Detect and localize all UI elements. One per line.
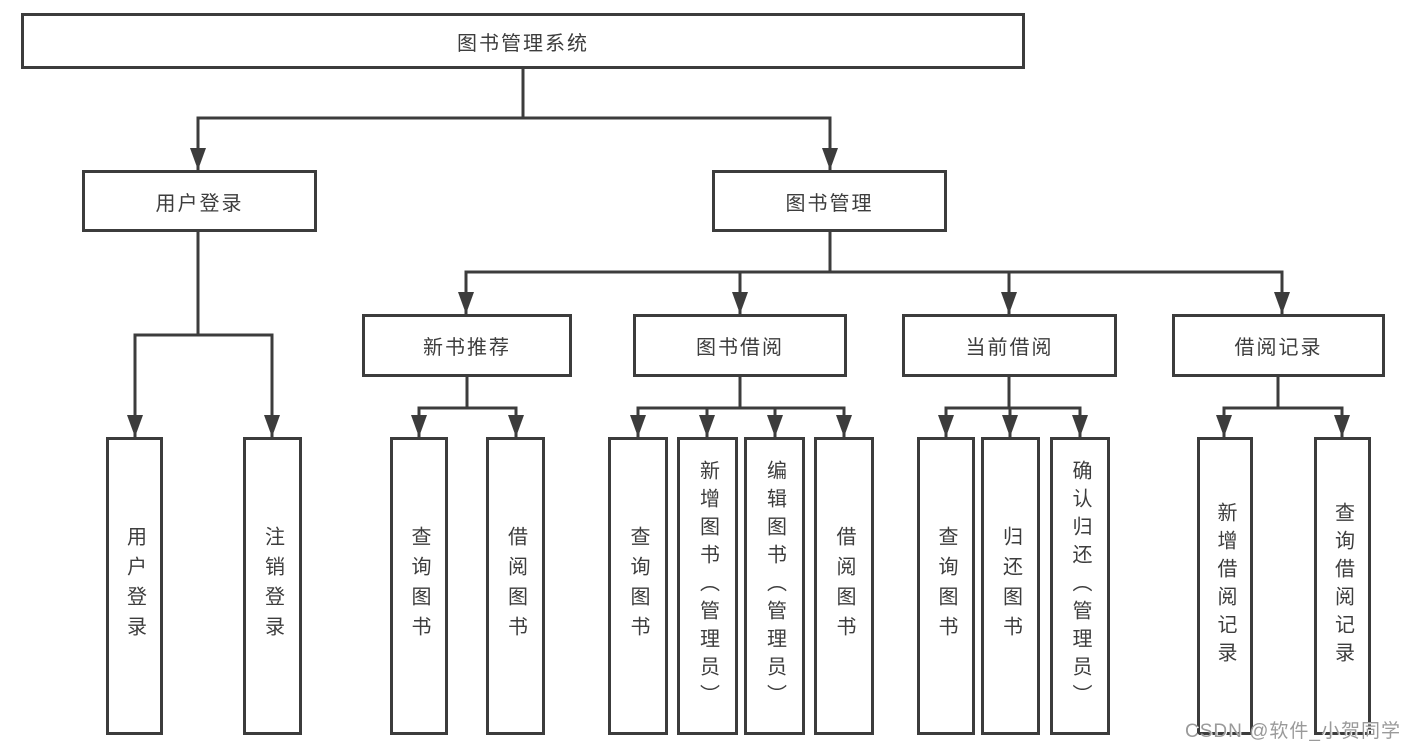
node-label: 当前借阅 bbox=[965, 337, 1054, 359]
node-label: 借阅图书 bbox=[504, 526, 527, 646]
node-borrow-record: 借阅记录 bbox=[1172, 314, 1385, 377]
node-label: 归还图书 bbox=[999, 526, 1022, 646]
node-user-login: 用户登录 bbox=[82, 170, 317, 232]
leaf-confirm-return-admin: 确认归还（管理员） bbox=[1050, 437, 1110, 735]
leaf-borrow-book: 借阅图书 bbox=[814, 437, 874, 735]
leaf-logout: 注销登录 bbox=[243, 437, 302, 735]
node-current-borrow: 当前借阅 bbox=[902, 314, 1117, 377]
leaf-add-borrow-record: 新增借阅记录 bbox=[1197, 437, 1253, 735]
node-label: 借阅图书 bbox=[833, 526, 855, 646]
node-label: 查询图书 bbox=[935, 526, 957, 646]
leaf-query-book-borrow: 查询图书 bbox=[608, 437, 668, 735]
node-book-management: 图书管理 bbox=[712, 170, 947, 232]
node-root-system: 图书管理系统 bbox=[21, 13, 1025, 69]
leaf-query-book-recommend: 查询图书 bbox=[390, 437, 448, 735]
node-label: 查询图书 bbox=[627, 526, 649, 646]
node-label: 注销登录 bbox=[261, 526, 284, 646]
node-book-borrow: 图书借阅 bbox=[633, 314, 847, 377]
leaf-query-borrow-record: 查询借阅记录 bbox=[1314, 437, 1371, 735]
leaf-edit-book-admin: 编辑图书（管理员） bbox=[744, 437, 805, 735]
node-label: 确认归还（管理员） bbox=[1069, 460, 1091, 712]
leaf-borrow-book-recommend: 借阅图书 bbox=[486, 437, 545, 735]
csdn-watermark: CSDN @软件_小贺同学 bbox=[1185, 721, 1401, 742]
node-label: 图书管理 bbox=[785, 192, 874, 215]
leaf-user-login: 用户登录 bbox=[106, 437, 163, 735]
node-label: 查询图书 bbox=[408, 526, 430, 646]
node-label: 图书借阅 bbox=[696, 337, 784, 359]
leaf-add-book-admin: 新增图书（管理员） bbox=[677, 437, 738, 735]
node-label: 新书推荐 bbox=[423, 337, 511, 359]
leaf-query-book-current: 查询图书 bbox=[917, 437, 975, 735]
node-label: 查询借阅记录 bbox=[1331, 502, 1354, 670]
leaf-return-book: 归还图书 bbox=[981, 437, 1040, 735]
node-label: 图书管理系统 bbox=[457, 32, 589, 55]
node-label: 用户登录 bbox=[123, 526, 146, 646]
node-new-book-recommend: 新书推荐 bbox=[362, 314, 572, 377]
node-label: 新增图书（管理员） bbox=[696, 460, 719, 712]
node-label: 编辑图书（管理员） bbox=[763, 460, 786, 712]
node-label: 新增借阅记录 bbox=[1214, 502, 1236, 670]
node-label: 用户登录 bbox=[155, 192, 244, 215]
node-label: 借阅记录 bbox=[1234, 337, 1323, 359]
